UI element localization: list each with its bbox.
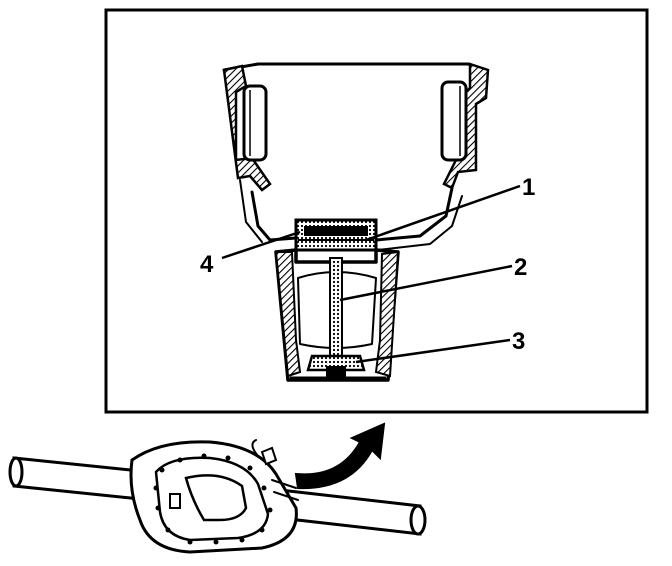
rear-axle-assembly	[8, 439, 427, 554]
callout-4: 4	[200, 251, 214, 278]
leader-3	[355, 338, 511, 364]
callout-2: 2	[514, 254, 527, 281]
leader-2	[339, 264, 513, 302]
vent-cap	[294, 218, 378, 252]
vent-body	[274, 248, 400, 382]
leader-lines	[221, 184, 521, 364]
cover-bolts	[153, 453, 273, 545]
curved-arrow-icon	[294, 422, 386, 490]
callout-1: 1	[522, 174, 535, 201]
detail-frame	[104, 8, 649, 414]
callout-3: 3	[512, 328, 525, 355]
leader-1	[365, 184, 521, 242]
housing-cross-section	[222, 62, 490, 251]
leader-4	[221, 230, 301, 260]
